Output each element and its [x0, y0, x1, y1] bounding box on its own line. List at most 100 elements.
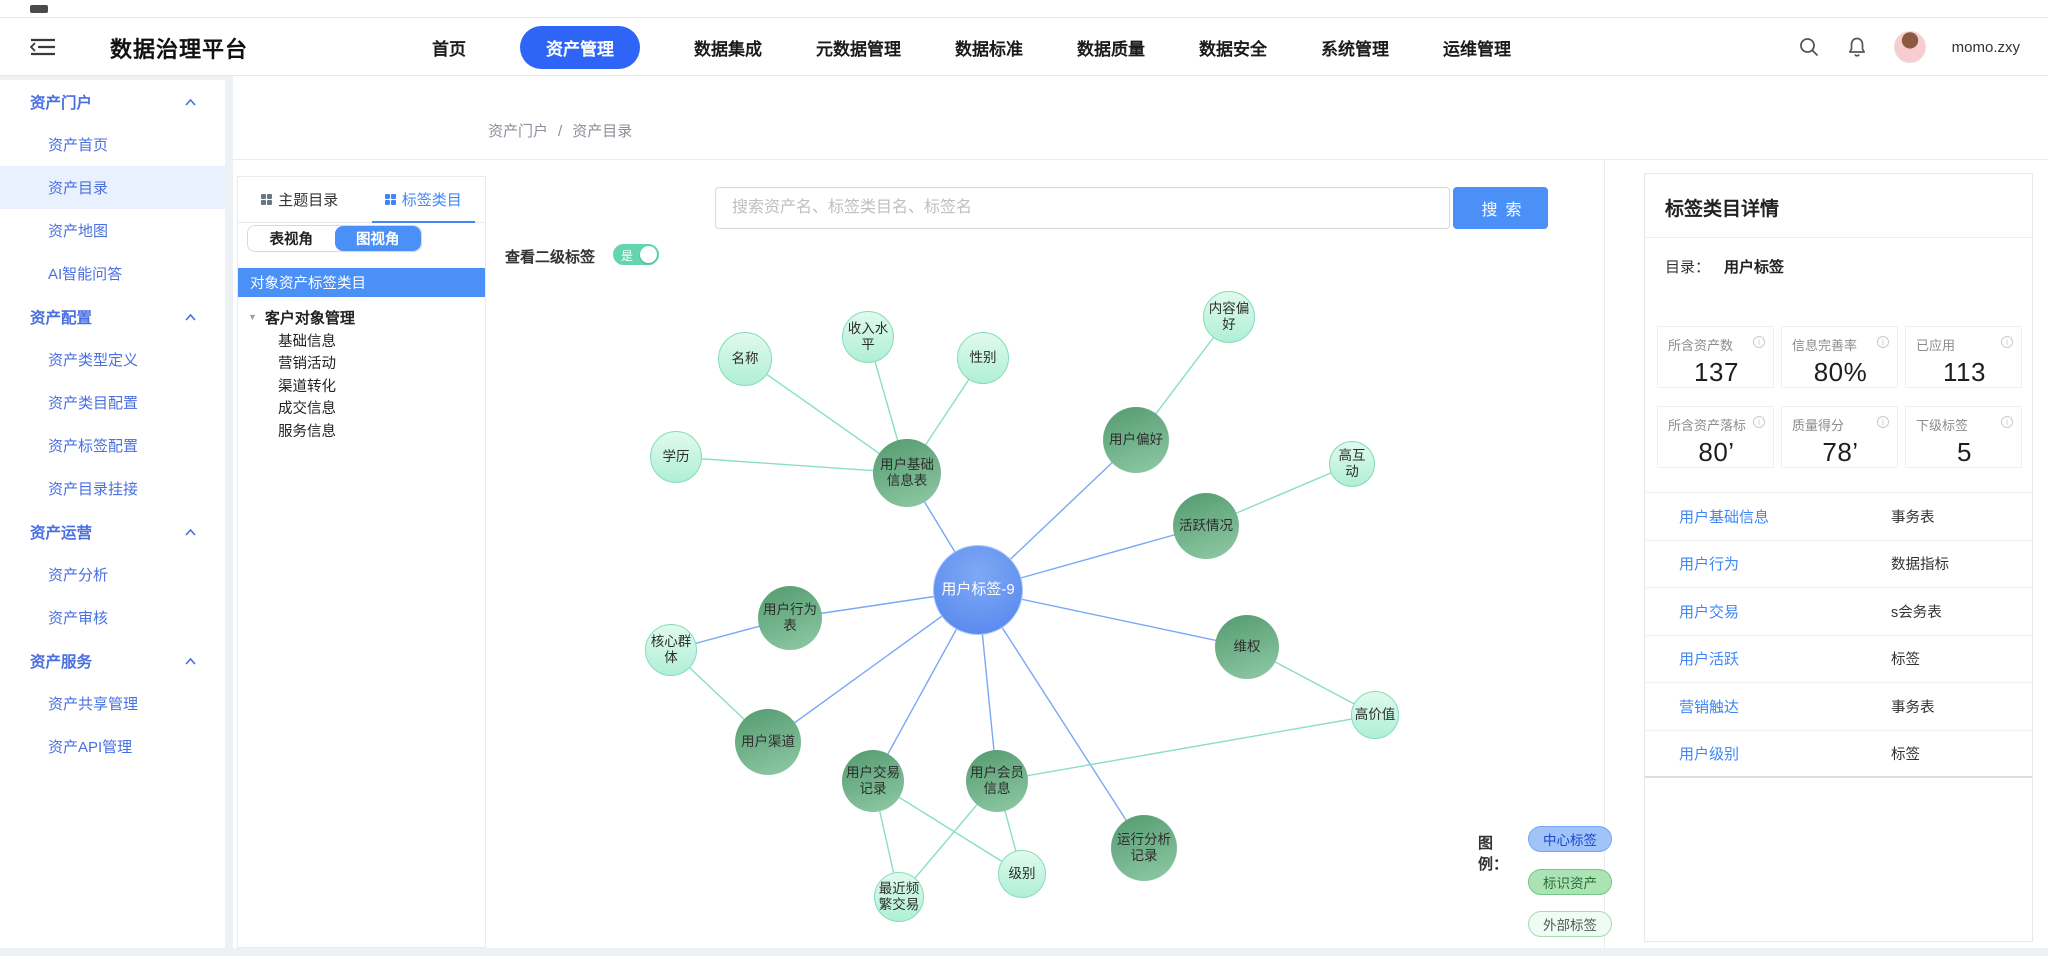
graph-node-内容偏好[interactable]: 内容偏好	[1203, 291, 1255, 343]
sidebar-item-资产标签配置[interactable]: 资产标签配置	[48, 438, 139, 455]
graph-node-运行分析记录[interactable]: 运行分析记录	[1111, 815, 1177, 881]
sidebar-item-资产类目配置[interactable]: 资产类目配置	[48, 395, 139, 412]
graph-node-活跃情况[interactable]: 活跃情况	[1173, 493, 1239, 559]
info-circle-icon[interactable]: i	[1877, 416, 1889, 428]
graph-node-维权[interactable]: 维权	[1215, 615, 1279, 679]
tree-node-成交信息[interactable]: 成交信息	[278, 401, 336, 418]
user-avatar[interactable]	[1893, 31, 1926, 63]
graph-node-学历[interactable]: 学历	[650, 431, 702, 483]
secondary-tag-toggle[interactable]: 是	[613, 244, 659, 265]
breadcrumb-portal[interactable]: 资产门户	[488, 123, 549, 140]
sidebar-item-资产地图[interactable]: 资产地图	[48, 223, 109, 240]
nav-item-数据安全[interactable]: 数据安全	[1199, 39, 1267, 59]
header-actions: momo.zxy	[1798, 18, 2020, 76]
tree-node-营销活动[interactable]: 营销活动	[278, 356, 336, 373]
bottom-strip	[0, 948, 2048, 956]
nav-item-资产管理[interactable]: 资产管理	[520, 25, 640, 69]
graph-node-用户偏好[interactable]: 用户偏好	[1103, 407, 1169, 473]
graph-node-收入水平[interactable]: 收入水平	[842, 311, 894, 363]
nav-item-数据标准[interactable]: 数据标准	[955, 39, 1023, 59]
graph-node-用户标签-9[interactable]: 用户标签-9	[933, 545, 1023, 635]
sidebar-section-资产门户[interactable]: 资产门户	[0, 80, 225, 123]
stat-value: 5	[1957, 437, 1972, 467]
tree-node-基础信息[interactable]: 基础信息	[278, 333, 336, 350]
sidebar-item-资产审核[interactable]: 资产审核	[48, 610, 109, 627]
browser-tab-stub	[30, 5, 48, 13]
catalog-tree-panel: 主题目录标签类目 表视角 图视角 对象资产标签类目 ▼ 客户对象管理 基础信息营销…	[237, 176, 486, 948]
triangle-down-icon[interactable]: ▼	[248, 312, 257, 322]
info-circle-icon[interactable]: i	[2001, 416, 2013, 428]
sidebar-section-资产配置[interactable]: 资产配置	[0, 295, 225, 338]
info-circle-icon[interactable]: i	[1877, 336, 1889, 348]
sidebar-section-资产服务[interactable]: 资产服务	[0, 639, 225, 682]
tag-name-link[interactable]: 用户活跃	[1679, 651, 1740, 669]
tag-name-link[interactable]: 营销触达	[1679, 698, 1740, 716]
tree-children: 基础信息营销活动渠道转化成交信息服务信息	[238, 329, 485, 442]
graph-node-用户基础信息表[interactable]: 用户基础信息表	[873, 439, 941, 507]
nav-item-数据集成[interactable]: 数据集成	[694, 39, 762, 59]
view-option-图视角[interactable]: 图视角	[334, 226, 421, 251]
toggle-on-text: 是	[621, 249, 634, 263]
search-input[interactable]	[715, 187, 1450, 229]
nav-item-首页[interactable]: 首页	[432, 39, 466, 59]
table-row-用户基础信息[interactable]: 用户基础信息事务表	[1645, 493, 2032, 541]
sidebar-item-资产目录挂接[interactable]: 资产目录挂接	[48, 481, 139, 498]
graph-node-级别[interactable]: 级别	[998, 850, 1046, 898]
graph-node-用户渠道[interactable]: 用户渠道	[735, 709, 801, 775]
sidebar-item-AI智能问答[interactable]: AI智能问答	[48, 266, 123, 283]
graph-node-高互动[interactable]: 高互动	[1329, 441, 1375, 487]
category-header[interactable]: 对象资产标签类目	[238, 268, 485, 297]
view-option-表视角[interactable]: 表视角	[269, 232, 314, 248]
tree-node-渠道转化[interactable]: 渠道转化	[278, 378, 336, 395]
tree-node-服务信息[interactable]: 服务信息	[278, 423, 336, 440]
sidebar-item-资产API管理[interactable]: 资产API管理	[48, 739, 133, 756]
info-circle-icon[interactable]: i	[1753, 416, 1765, 428]
table-row-用户级别[interactable]: 用户级别标签	[1645, 731, 2032, 778]
table-row-用户行为[interactable]: 用户行为数据指标	[1645, 541, 2032, 588]
nav-item-元数据管理[interactable]: 元数据管理	[816, 39, 901, 59]
graph-node-用户行为表[interactable]: 用户行为表	[758, 586, 822, 650]
tab-主题目录[interactable]: 主题目录	[238, 177, 362, 222]
app-title: 数据治理平台	[110, 37, 249, 62]
sidebar-item-资产共享管理[interactable]: 资产共享管理	[48, 696, 139, 713]
graph-node-名称[interactable]: 名称	[718, 332, 772, 386]
legend-pill-外部标签[interactable]: 外部标签	[1528, 911, 1612, 937]
tag-name-link[interactable]: 用户行为	[1679, 556, 1740, 574]
graph-node-最近频繁交易[interactable]: 最近频繁交易	[874, 872, 924, 922]
bell-icon[interactable]	[1846, 36, 1868, 58]
tag-name-link[interactable]: 用户级别	[1679, 745, 1740, 763]
graph-node-高价值[interactable]: 高价值	[1351, 691, 1399, 739]
sidebar-item-资产类型定义[interactable]: 资产类型定义	[48, 352, 139, 369]
search-button[interactable]: 搜索	[1453, 187, 1548, 229]
sidebar-item-资产目录[interactable]: 资产目录	[0, 166, 225, 209]
tab-标签类目[interactable]: 标签类目	[362, 177, 486, 223]
collapse-menu-icon[interactable]	[30, 37, 56, 57]
legend-pill-标识资产[interactable]: 标识资产	[1528, 869, 1612, 895]
info-circle-icon[interactable]: i	[2001, 336, 2013, 348]
table-row-营销触达[interactable]: 营销触达事务表	[1645, 683, 2032, 731]
graph-node-用户会员信息[interactable]: 用户会员信息	[966, 750, 1028, 812]
sidebar-item-资产分析[interactable]: 资产分析	[48, 567, 109, 584]
search-icon[interactable]	[1798, 36, 1820, 58]
sidebar-section-资产运营[interactable]: 资产运营	[0, 510, 225, 553]
tag-name-link[interactable]: 用户交易	[1679, 603, 1740, 621]
graph-node-性别[interactable]: 性别	[957, 332, 1009, 384]
secondary-tag-toggle-label: 查看二级标签	[505, 249, 596, 266]
tag-name-link[interactable]: 用户基础信息	[1679, 508, 1770, 526]
graph-node-核心群体[interactable]: 核心群体	[645, 624, 697, 676]
legend-pill-中心标签[interactable]: 中心标签	[1528, 826, 1612, 852]
breadcrumb: 资产门户/资产目录	[488, 123, 633, 140]
nav-item-运维管理[interactable]: 运维管理	[1443, 39, 1511, 59]
info-circle-icon[interactable]: i	[1753, 336, 1765, 348]
graph-node-用户交易记录[interactable]: 用户交易记录	[842, 750, 904, 812]
sidebar-item-资产首页[interactable]: 资产首页	[48, 137, 109, 154]
nav-item-数据质量[interactable]: 数据质量	[1077, 39, 1145, 59]
nav-item-系统管理[interactable]: 系统管理	[1321, 39, 1389, 59]
table-row-用户活跃[interactable]: 用户活跃标签	[1645, 636, 2032, 683]
tree-node-root[interactable]: ▼ 客户对象管理	[248, 309, 355, 327]
